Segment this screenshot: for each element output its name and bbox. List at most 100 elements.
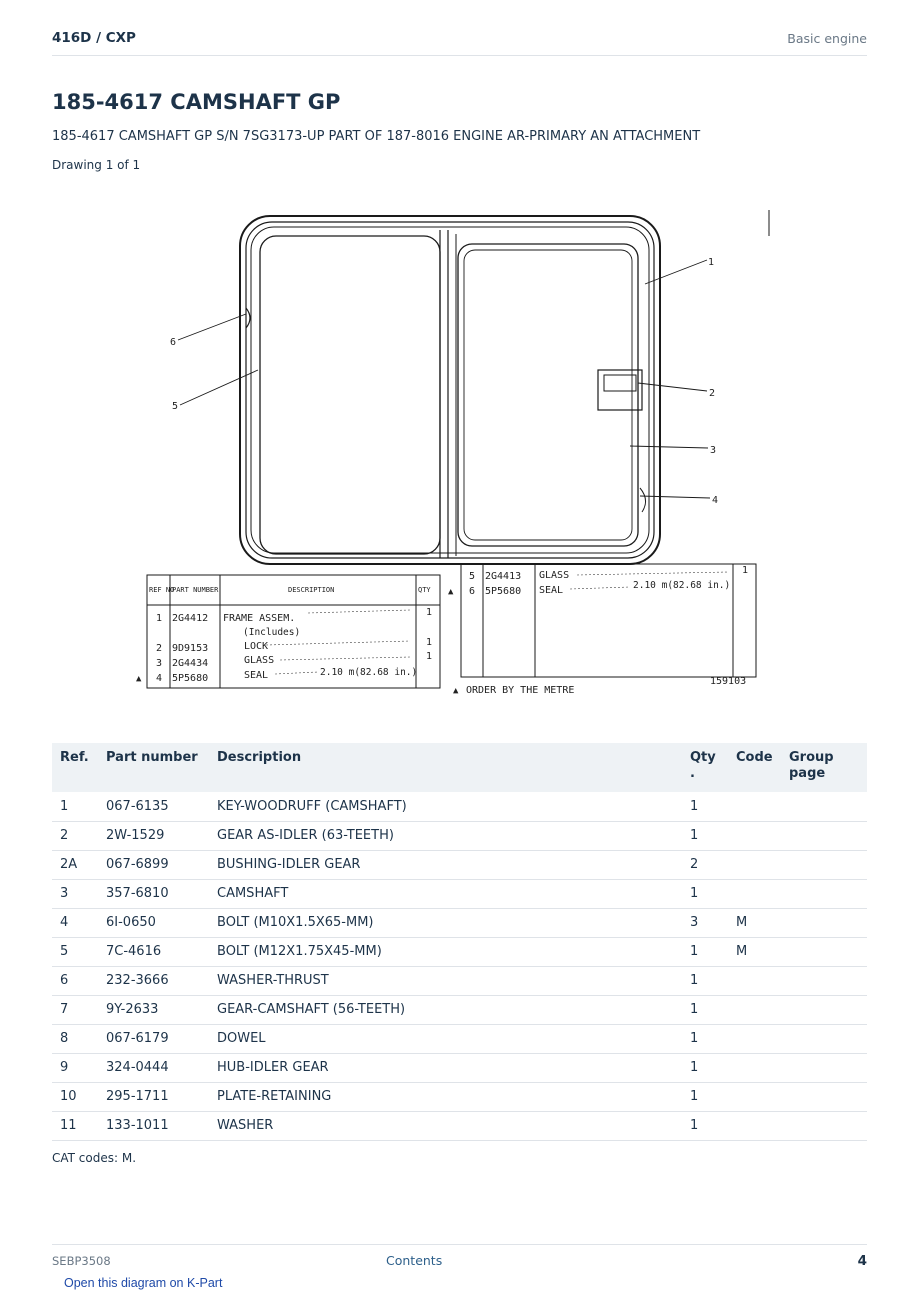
cell-qty: 1 [682, 821, 728, 851]
cell-group-page [781, 908, 867, 938]
drawing-count: Drawing 1 of 1 [52, 158, 141, 172]
table-row: 7 9Y-2633 GEAR-CAMSHAFT (56-TEETH) 1 [52, 995, 867, 1025]
window-frame-drawing: 1 2 3 4 5 6 REF NO PART NUMBER DESCRIPTI… [136, 210, 770, 696]
table-row: 4 6I-0650 BOLT (M10X1.5X65-MM) 3 M [52, 908, 867, 938]
cell-description: PLATE-RETAINING [209, 1082, 682, 1112]
cell-code [728, 1024, 781, 1054]
col-part-number: Part number [98, 743, 209, 792]
cell-ref: 7 [52, 995, 98, 1025]
diag-r-qty-6: 2.10 m(82.68 in.) [633, 580, 730, 591]
section-name: Basic engine [787, 31, 867, 46]
col-description: Description [209, 743, 682, 792]
cell-description: KEY-WOODRUFF (CAMSHAFT) [209, 792, 682, 822]
contents-link[interactable]: Contents [386, 1253, 443, 1268]
cell-qty: 2 [682, 850, 728, 880]
diag-l-qty-1: 1 [426, 607, 432, 618]
cell-code [728, 966, 781, 996]
cell-part-number: 9Y-2633 [98, 995, 209, 1025]
parts-table-header: Ref. Part number Description Qty . Code … [52, 743, 867, 792]
cell-qty: 1 [682, 1053, 728, 1083]
cell-description: BUSHING-IDLER GEAR [209, 850, 682, 880]
cell-description: BOLT (M12X1.75X45-MM) [209, 937, 682, 967]
diag-r-pn-5: 2G4413 [485, 571, 521, 582]
table-row: 10 295-1711 PLATE-RETAINING 1 [52, 1082, 867, 1112]
diag-hdr-pn: PART NUMBER [172, 586, 219, 594]
diag-l-triangle-4: ▲ [136, 674, 142, 684]
col-ref: Ref. [52, 743, 98, 792]
diag-l-ref-2: 2 [156, 643, 162, 654]
cell-group-page [781, 1082, 867, 1112]
cell-qty: 1 [682, 792, 728, 822]
cell-code [728, 821, 781, 851]
page-header: 416D / CXP Basic engine [52, 28, 867, 56]
parts-diagram: 1 2 3 4 5 6 REF NO PART NUMBER DESCRIPTI… [130, 200, 780, 705]
cell-ref: 2 [52, 821, 98, 851]
diag-hdr-desc: DESCRIPTION [288, 586, 334, 594]
cell-part-number: 067-6899 [98, 850, 209, 880]
cell-description: HUB-IDLER GEAR [209, 1053, 682, 1083]
callout-6: 6 [170, 337, 176, 348]
callout-2: 2 [709, 388, 715, 399]
table-row: 2 2W-1529 GEAR AS-IDLER (63-TEETH) 1 [52, 821, 867, 851]
diag-l-desc-3: GLASS [244, 655, 274, 666]
diag-order-note: ORDER BY THE METRE [466, 685, 574, 696]
diag-l-qty-3: 1 [426, 651, 432, 662]
cell-qty: 1 [682, 1082, 728, 1112]
callout-5: 5 [172, 401, 178, 412]
cell-group-page [781, 850, 867, 880]
cell-qty: 3 [682, 908, 728, 938]
open-kpart-link[interactable]: Open this diagram on K-Part [64, 1276, 223, 1290]
cell-part-number: 067-6179 [98, 1024, 209, 1054]
cell-part-number: 324-0444 [98, 1053, 209, 1083]
cell-code [728, 792, 781, 822]
cell-code [728, 1111, 781, 1141]
cell-group-page [781, 821, 867, 851]
diag-l-pn-3: 2G4434 [172, 658, 208, 669]
cell-group-page [781, 1024, 867, 1054]
diag-l-desc-2: LOCK [244, 641, 268, 652]
document-id: SEBP3508 [52, 1254, 111, 1268]
cell-part-number: 6I-0650 [98, 908, 209, 938]
table-row: 11 133-1011 WASHER 1 [52, 1111, 867, 1141]
diag-r-desc-6: SEAL [539, 585, 563, 596]
col-code: Code [728, 743, 781, 792]
cell-ref: 4 [52, 908, 98, 938]
model-breadcrumb: 416D / CXP [52, 30, 136, 46]
diag-r-ref-5: 5 [469, 571, 475, 582]
table-row: 8 067-6179 DOWEL 1 [52, 1024, 867, 1054]
cat-codes-note: CAT codes: M. [52, 1151, 137, 1165]
cell-code [728, 1082, 781, 1112]
cell-ref: 3 [52, 879, 98, 909]
cell-qty: 1 [682, 995, 728, 1025]
cell-part-number: 133-1011 [98, 1111, 209, 1141]
cell-ref: 9 [52, 1053, 98, 1083]
diag-r-qty-5: 1 [742, 565, 748, 576]
diag-l-ref-1: 1 [156, 613, 162, 624]
table-row: 3 357-6810 CAMSHAFT 1 [52, 879, 867, 909]
diag-r-pn-6: 5P5680 [485, 586, 521, 597]
table-row: 9 324-0444 HUB-IDLER GEAR 1 [52, 1053, 867, 1083]
diag-l-desc-1: FRAME ASSEM. [223, 613, 295, 624]
cell-group-page [781, 995, 867, 1025]
cell-code [728, 1053, 781, 1083]
cell-qty: 1 [682, 937, 728, 967]
cell-description: GEAR-CAMSHAFT (56-TEETH) [209, 995, 682, 1025]
cell-ref: 2A [52, 850, 98, 880]
diag-hdr-ref: REF NO [149, 586, 174, 594]
page-subtitle: 185-4617 CAMSHAFT GP S/N 7SG3173-UP PART… [52, 129, 701, 144]
cell-part-number: 067-6135 [98, 792, 209, 822]
cell-ref: 1 [52, 792, 98, 822]
cell-code: M [728, 937, 781, 967]
cell-qty: 1 [682, 879, 728, 909]
cell-ref: 5 [52, 937, 98, 967]
diag-l-pn-1: 2G4412 [172, 613, 208, 624]
cell-group-page [781, 879, 867, 909]
cell-description: BOLT (M10X1.5X65-MM) [209, 908, 682, 938]
cell-description: GEAR AS-IDLER (63-TEETH) [209, 821, 682, 851]
cell-ref: 8 [52, 1024, 98, 1054]
parts-table: Ref. Part number Description Qty . Code … [52, 743, 867, 1141]
cell-ref: 11 [52, 1111, 98, 1141]
col-group-page: Group page [781, 743, 867, 792]
cell-part-number: 295-1711 [98, 1082, 209, 1112]
cell-code [728, 879, 781, 909]
